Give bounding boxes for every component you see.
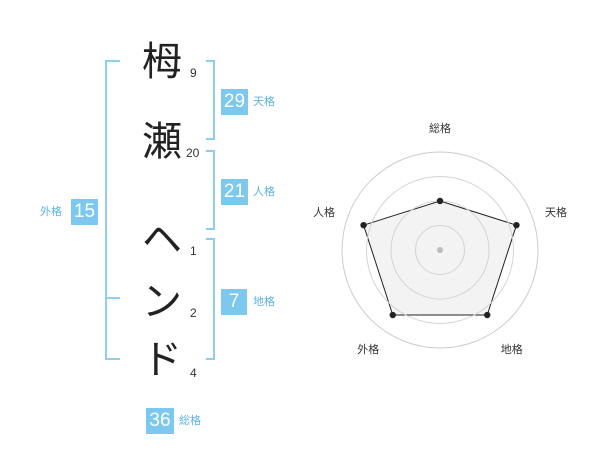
name-char-1: 栂: [142, 39, 182, 85]
jinkaku-bracket: [206, 150, 215, 230]
stroke-count-4: 2: [190, 306, 197, 320]
stroke-count-2: 20: [186, 146, 200, 160]
radar-center-dot: [437, 247, 443, 253]
stroke-count-3: 1: [190, 244, 197, 258]
gaikaku-value: 15: [71, 199, 98, 225]
radar-point-2: [513, 221, 520, 229]
radar-axis-label-4: 外格: [357, 342, 380, 356]
radar-axis-label-3: 地格: [500, 342, 523, 356]
chikaku-bracket: [206, 238, 215, 360]
radar-axis-label-1: 総格: [429, 122, 451, 135]
chikaku-label: 地格: [253, 295, 275, 308]
soukaku-value: 36: [146, 408, 174, 434]
radar-ring-overlay-3: [366, 176, 514, 324]
name-char-5: ド: [142, 337, 182, 383]
radar-axis-label-2: 天格: [545, 206, 568, 220]
tenkaku-bracket: [206, 60, 215, 140]
name-char-4: ン: [142, 279, 182, 325]
gaikaku-label: 外格: [40, 205, 62, 218]
tenkaku-label: 天格: [253, 95, 275, 108]
radar-point-5: [360, 221, 367, 229]
stroke-count-1: 9: [190, 66, 197, 80]
radar-polygon: [362, 200, 518, 316]
radar-point-1: [436, 197, 444, 205]
radar-point-4: [389, 311, 396, 319]
stroke-count-5: 4: [190, 366, 197, 380]
gaikaku-bracket: [105, 60, 120, 360]
radar-axis-label-5: 人格: [312, 206, 335, 220]
jinkaku-value: 21: [221, 179, 248, 205]
tenkaku-value: 29: [221, 89, 248, 115]
jinkaku-label: 人格: [253, 185, 275, 198]
name-char-2: 瀬: [142, 119, 182, 165]
radar-ring-overlay-1: [415, 225, 465, 275]
radar-point-3: [484, 311, 491, 319]
soukaku-label: 総格: [179, 414, 201, 427]
chikaku-value: 7: [221, 289, 247, 315]
name-char-3: ヘ: [142, 217, 182, 263]
